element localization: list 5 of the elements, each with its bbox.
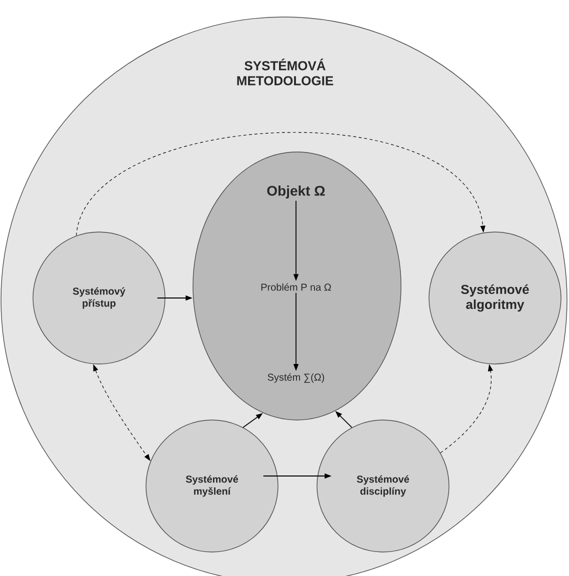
ellipse-text: Systém ∑(Ω) [268, 373, 324, 383]
ellipse-text: Problém P na Ω [261, 283, 331, 291]
ellipse-text: Objekt Ω [267, 185, 325, 199]
object-ellipse [192, 152, 402, 420]
arrow [76, 132, 486, 236]
